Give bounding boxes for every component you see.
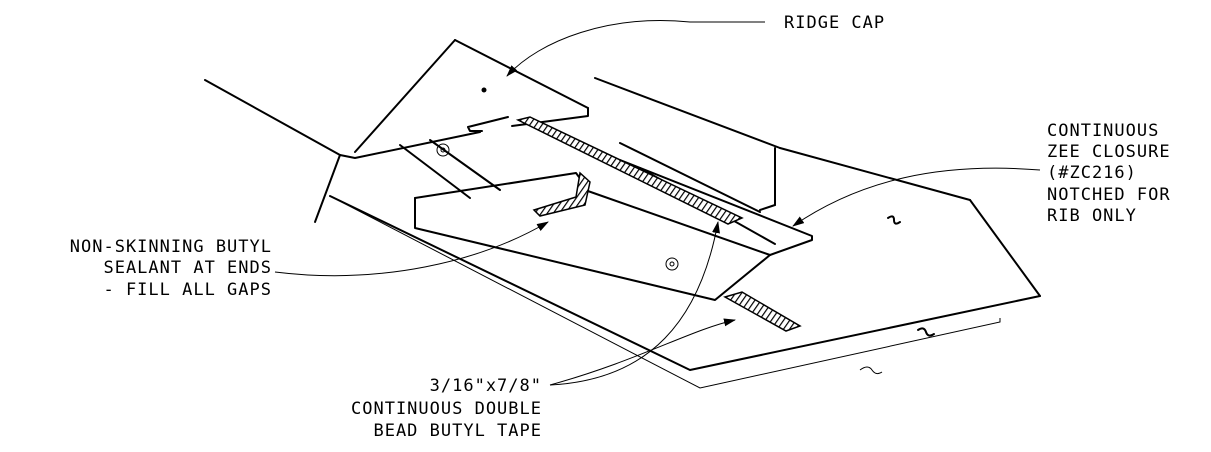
zee-closure-label-line-5: RIB ONLY — [1047, 206, 1137, 226]
zee-closure-label-line-2: ZEE CLOSURE — [1047, 142, 1171, 162]
butyl-sealant-leader — [274, 221, 549, 277]
leader-lines — [274, 20, 1041, 386]
roof-panel — [204, 77, 1041, 371]
butyl-tape-label-line-1: 3/16"x7/8" — [430, 376, 542, 396]
butyl-sealant-label-line-1: NON-SKINNING BUTYL — [70, 237, 272, 257]
zee-closure-label-line-4: NOTCHED FOR — [1047, 185, 1171, 205]
butyl-tape-leader-2 — [549, 318, 736, 386]
ridge-cap — [354, 39, 589, 153]
ridge-cap-leader — [506, 20, 765, 77]
butyl-tape-label-line-2: CONTINUOUS DOUBLE — [351, 399, 542, 419]
labels: RIDGE CAP CONTINUOUS ZEE CLOSURE (#ZC216… — [70, 13, 1171, 441]
butyl-tape-strips — [515, 116, 802, 332]
zee-closure-label-line-3: (#ZC216) — [1047, 163, 1137, 183]
butyl-sealant-label-line-3: - FILL ALL GAPS — [103, 280, 272, 300]
panel-ribs — [399, 139, 776, 271]
butyl-sealant-label-line-2: SEALANT AT ENDS — [103, 258, 272, 278]
zee-closure — [414, 147, 813, 301]
lower-roof-panel — [329, 195, 1001, 389]
butyl-tape-label-line-3: BEAD BUTYL TAPE — [373, 421, 542, 441]
ridge-cap-label: RIDGE CAP — [784, 13, 885, 33]
zee-closure-label-line-1: CONTINUOUS — [1047, 121, 1159, 141]
zee-closure-leader — [792, 167, 1041, 227]
butyl-tape-leader — [549, 221, 720, 386]
